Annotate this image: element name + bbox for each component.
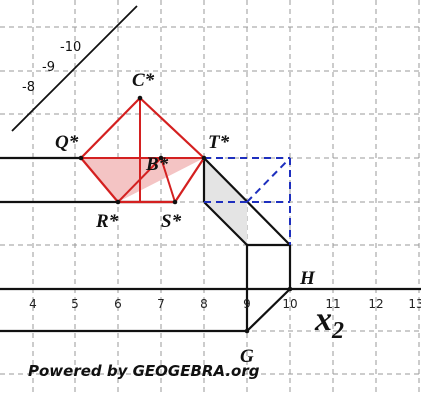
x1-axis bbox=[11, 5, 138, 132]
red-shaded-triangle bbox=[81, 158, 204, 202]
label-B: B* bbox=[145, 154, 169, 175]
x1-tick-minus-8: -8 bbox=[22, 80, 35, 95]
label-T: T* bbox=[208, 132, 230, 153]
x2-tick-6: 6 bbox=[114, 297, 122, 311]
label-C: C* bbox=[132, 70, 155, 91]
x2-axis-letter: x bbox=[314, 301, 332, 338]
label-Q: Q* bbox=[55, 132, 79, 153]
geogebra-credit: Powered by GEOGEBRA.org bbox=[28, 362, 260, 380]
blue-dashed-edges bbox=[204, 157, 291, 245]
x2-axis-subscript: 2 bbox=[331, 318, 344, 344]
x2-tick-9: 9 bbox=[243, 297, 251, 311]
x2-axis-name: x2 bbox=[314, 301, 344, 344]
label-S: S* bbox=[161, 211, 182, 232]
x2-tick-10: 10 bbox=[282, 297, 297, 311]
point-labels: C* Q* B* T* R* S* H G bbox=[55, 70, 316, 367]
vertex-dots bbox=[78, 95, 293, 334]
x2-tick-5: 5 bbox=[71, 297, 79, 311]
x1-tick-labels: -8 -9 -10 bbox=[22, 40, 81, 95]
x1-tick-minus-9: -9 bbox=[42, 60, 55, 75]
label-G: G bbox=[240, 346, 254, 367]
label-R: R* bbox=[95, 211, 119, 232]
label-H: H bbox=[299, 268, 316, 289]
x2-tick-12: 12 bbox=[368, 297, 383, 311]
x2-tick-13: 13 bbox=[408, 297, 421, 311]
red-pentagon bbox=[80, 96, 206, 204]
x2-tick-4: 4 bbox=[29, 297, 37, 311]
gray-face bbox=[204, 158, 247, 245]
x1-tick-minus-10: -10 bbox=[60, 40, 81, 55]
x2-tick-7: 7 bbox=[157, 297, 165, 311]
x2-tick-labels: 4 5 6 7 8 9 10 11 12 13 bbox=[29, 297, 421, 311]
x2-tick-11: 11 bbox=[325, 297, 340, 311]
x2-tick-8: 8 bbox=[200, 297, 208, 311]
